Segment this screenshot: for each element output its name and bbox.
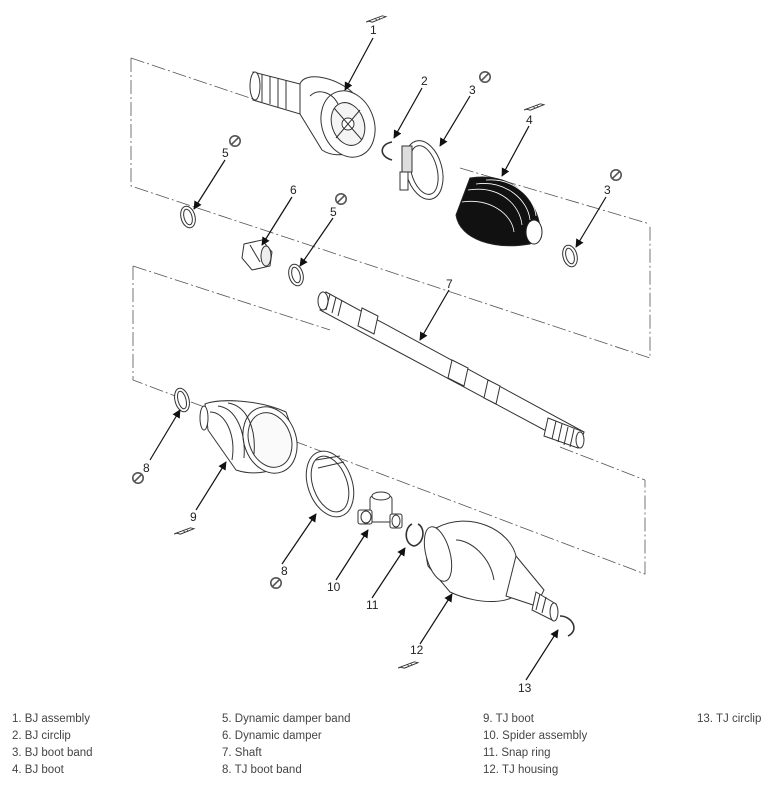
legend-item: 3. BJ boot band	[12, 747, 93, 759]
callout-5: 5	[222, 146, 229, 160]
legend-item: 7. Shaft	[222, 747, 262, 759]
shaft	[317, 291, 585, 449]
callout-12: 12	[410, 643, 424, 657]
callout-11: 11	[366, 598, 379, 612]
dynamic-damper-band-right	[288, 263, 304, 287]
callout-9: 9	[190, 510, 197, 524]
prohibition-icon	[334, 193, 348, 205]
legend-column-4: 13. TJ circlip	[697, 711, 761, 728]
callout-numbers: 1 2 3 4 5 6 5 3 7 8 9 8 10 11 12 13	[143, 23, 611, 695]
legend-column-1: 1. BJ assembly 2. BJ circlip 3. BJ boot …	[12, 711, 93, 779]
callout-3b: 3	[604, 183, 611, 197]
grease-icon	[366, 15, 387, 23]
dynamic-damper-band-left	[180, 205, 196, 229]
phantom-boundary-lower	[132, 265, 646, 575]
callout-6: 6	[290, 183, 297, 197]
legend-item: 10. Spider assembly	[483, 730, 588, 742]
legend-item: 9. TJ boot	[483, 713, 534, 725]
legend-item: 1. BJ assembly	[12, 713, 90, 725]
tj-boot-band-large	[305, 450, 355, 518]
callout-5b: 5	[330, 205, 337, 219]
legend-column-2: 5. Dynamic damper band 6. Dynamic damper…	[222, 711, 350, 779]
leader-arrows	[149, 37, 607, 681]
tj-boot	[199, 400, 298, 474]
callout-4: 4	[526, 113, 533, 127]
callout-13: 13	[518, 681, 532, 695]
legend-item: 11. Snap ring	[483, 747, 551, 759]
bj-circlip	[381, 141, 393, 161]
drive-shaft-exploded-diagram: 1 2 3 4 5 6 5 3 7 8 9 8 10 11 12 13	[130, 15, 651, 695]
bj-boot-band-large	[399, 140, 444, 200]
legend-item: 8. TJ boot band	[222, 764, 302, 776]
prohibition-icon	[132, 471, 144, 485]
snap-ring	[405, 523, 424, 547]
callout-2: 2	[421, 74, 428, 88]
callout-10: 10	[327, 580, 341, 594]
prohibition-icon	[269, 576, 283, 590]
prohibition-icon	[229, 135, 241, 147]
tj-housing	[423, 520, 559, 622]
callout-8: 8	[143, 461, 150, 475]
grease-icon	[174, 527, 195, 535]
bj-assembly	[249, 71, 376, 158]
prohibition-icon	[478, 71, 492, 83]
legend-item: 6. Dynamic damper	[222, 730, 322, 742]
legend-item: 2. BJ circlip	[12, 730, 71, 742]
bj-boot	[455, 176, 543, 247]
callout-8b: 8	[281, 564, 288, 578]
grease-icon	[398, 661, 419, 669]
phantom-boundary-upper	[130, 57, 651, 359]
callout-1: 1	[370, 23, 377, 37]
bj-boot-band-small	[562, 244, 578, 268]
legend-column-3: 9. TJ boot 10. Spider assembly 11. Snap …	[483, 711, 587, 779]
parts-legend: 1. BJ assembly 2. BJ circlip 3. BJ boot …	[0, 711, 777, 781]
prohibition-icon	[609, 169, 623, 181]
legend-item: 13. TJ circlip	[697, 713, 762, 725]
grease-icon	[524, 103, 545, 111]
dynamic-damper	[241, 239, 273, 271]
tj-boot-band-small	[174, 387, 190, 413]
spider-assembly	[357, 491, 403, 529]
callout-3: 3	[469, 83, 476, 97]
legend-item: 4. BJ boot	[12, 764, 64, 776]
tj-circlip	[559, 615, 575, 637]
legend-item: 12. TJ housing	[483, 764, 559, 776]
callout-7: 7	[446, 277, 453, 291]
legend-item: 5. Dynamic damper band	[222, 713, 351, 725]
